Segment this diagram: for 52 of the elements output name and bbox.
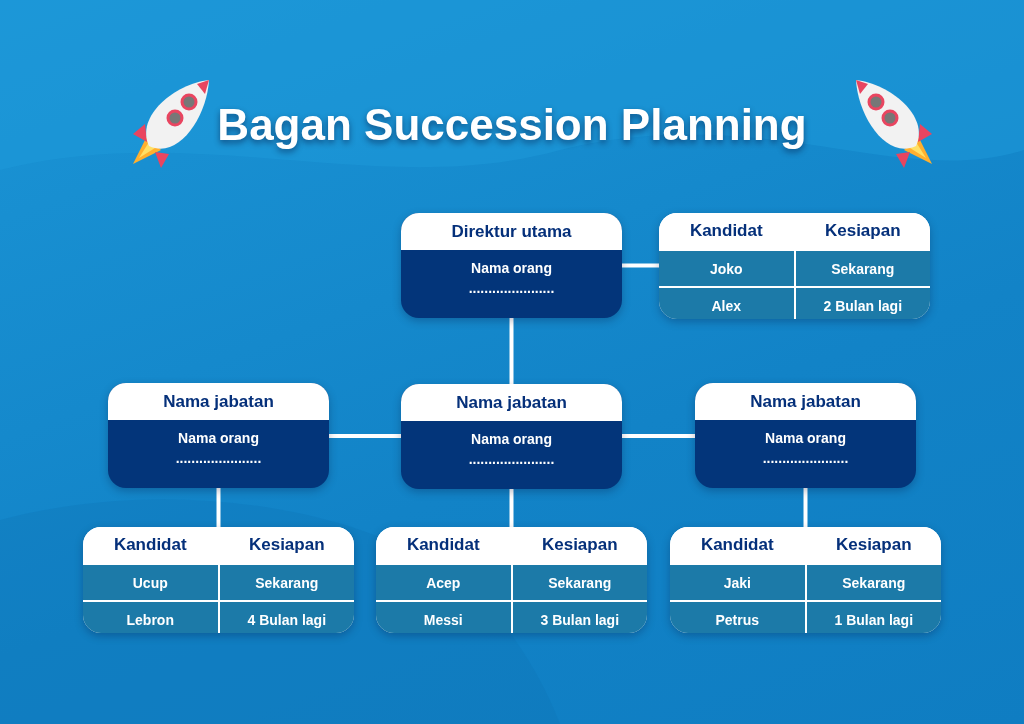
table-cell: 1 Bulan lagi [806,602,941,633]
column-header: Kesiapan [219,527,354,563]
connector-line [622,434,695,438]
column-header: Kandidat [83,527,218,563]
column-header: Kandidat [670,527,805,563]
position-box [695,383,916,488]
table-cell: Acep [376,565,511,600]
candidate-table [83,527,354,633]
candidate-table [659,213,930,319]
column-header: Kesiapan [795,213,930,249]
table-cell: Jaki [670,565,805,600]
column-header: Kesiapan [806,527,941,563]
person-name: Nama orang [471,431,552,447]
table-cell: 4 Bulan lagi [219,602,354,633]
position-box [401,384,622,489]
fill-in-line: ...................... [468,280,555,296]
person-name: Nama orang [471,260,552,276]
table-cell: Sekarang [795,251,930,286]
position-title: Nama jabatan [456,392,567,413]
table-cell: 3 Bulan lagi [512,602,647,633]
table-cell: Sekarang [219,565,354,600]
table-cell: 2 Bulan lagi [795,288,930,319]
table-cell: Lebron [83,602,218,633]
table-cell: Alex [659,288,794,319]
table-cell: Sekarang [512,565,647,600]
fill-in-line: ...................... [762,450,849,466]
connector-line [216,488,221,527]
position-title: Nama jabatan [750,391,861,412]
table-cell: Sekarang [806,565,941,600]
column-header: Kandidat [376,527,511,563]
position-box [401,213,622,318]
connector-line [622,263,659,268]
fill-in-line: ...................... [175,450,262,466]
position-box [108,383,329,488]
person-name: Nama orang [178,430,259,446]
table-cell: Joko [659,251,794,286]
position-title: Direktur utama [451,221,572,242]
table-cell: Messi [376,602,511,633]
candidate-table [376,527,647,633]
candidate-table [670,527,941,633]
column-header: Kesiapan [512,527,647,563]
connector-line [509,318,514,384]
title: Bagan Succession Planning [217,100,807,149]
person-name: Nama orang [765,430,846,446]
fill-in-line: ...................... [468,451,555,467]
connector-line [803,488,808,527]
table-cell: Ucup [83,565,218,600]
column-header: Kandidat [659,213,794,249]
table-cell: Petrus [670,602,805,633]
connector-line [509,489,514,527]
connector-line [329,434,401,438]
position-title: Nama jabatan [163,391,274,412]
